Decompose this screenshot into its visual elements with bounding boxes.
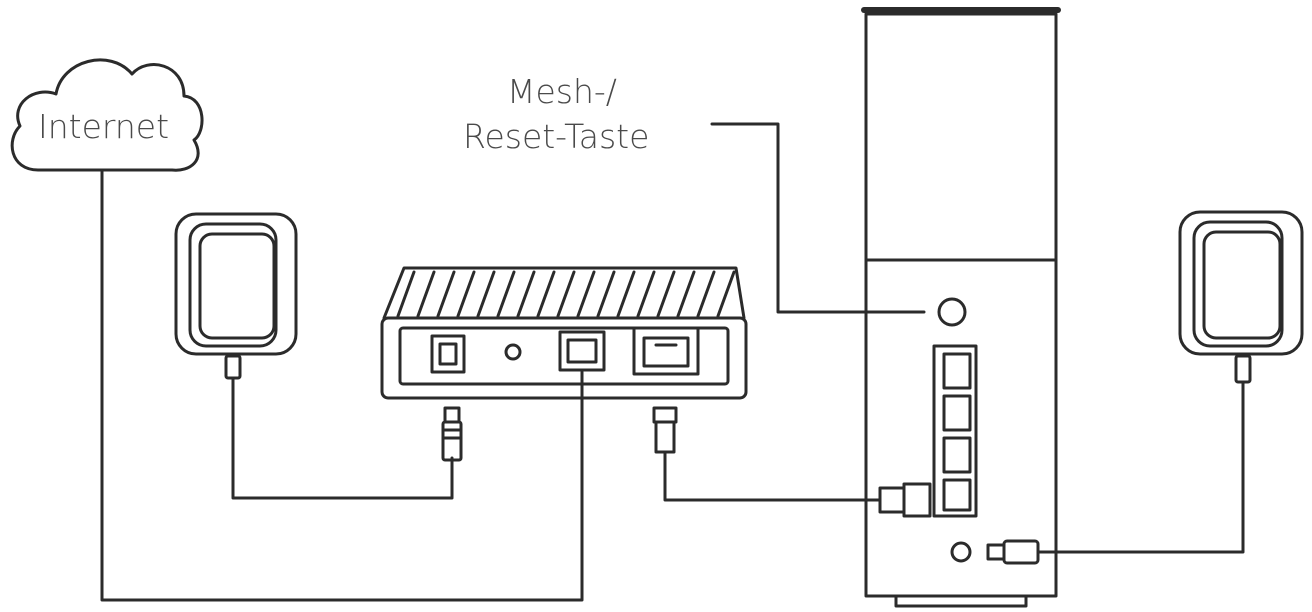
modem-dsl-port-icon (558, 330, 606, 372)
internet-label: Internet (38, 107, 170, 146)
modem-device (380, 266, 748, 400)
internet-cable (100, 168, 584, 602)
router-power-plug (986, 539, 1040, 565)
left-power-adapter (174, 212, 298, 380)
lan-plug-modem (652, 406, 678, 454)
modem-power-cable (231, 376, 454, 500)
router-power-cable (1036, 380, 1245, 554)
lan-cable (663, 450, 882, 502)
mesh-reset-label-line2: Reset-Taste (463, 117, 650, 156)
modem-power-port-icon (430, 334, 466, 374)
modem-lan-port-icon (632, 326, 700, 376)
router-device (861, 7, 1061, 608)
modem-power-plug (441, 406, 463, 462)
mesh-reset-leader-line (710, 122, 926, 314)
modem-screw-icon (504, 343, 522, 361)
lan-plug-router (878, 482, 932, 518)
router-power-port-icon (950, 541, 972, 563)
router-lan-ports-icon (932, 344, 978, 518)
mesh-reset-label-line1: Mesh-/ (507, 72, 617, 111)
right-power-adapter (1178, 210, 1304, 384)
mesh-reset-button-icon (937, 297, 967, 327)
internet-cloud-icon (10, 58, 204, 172)
